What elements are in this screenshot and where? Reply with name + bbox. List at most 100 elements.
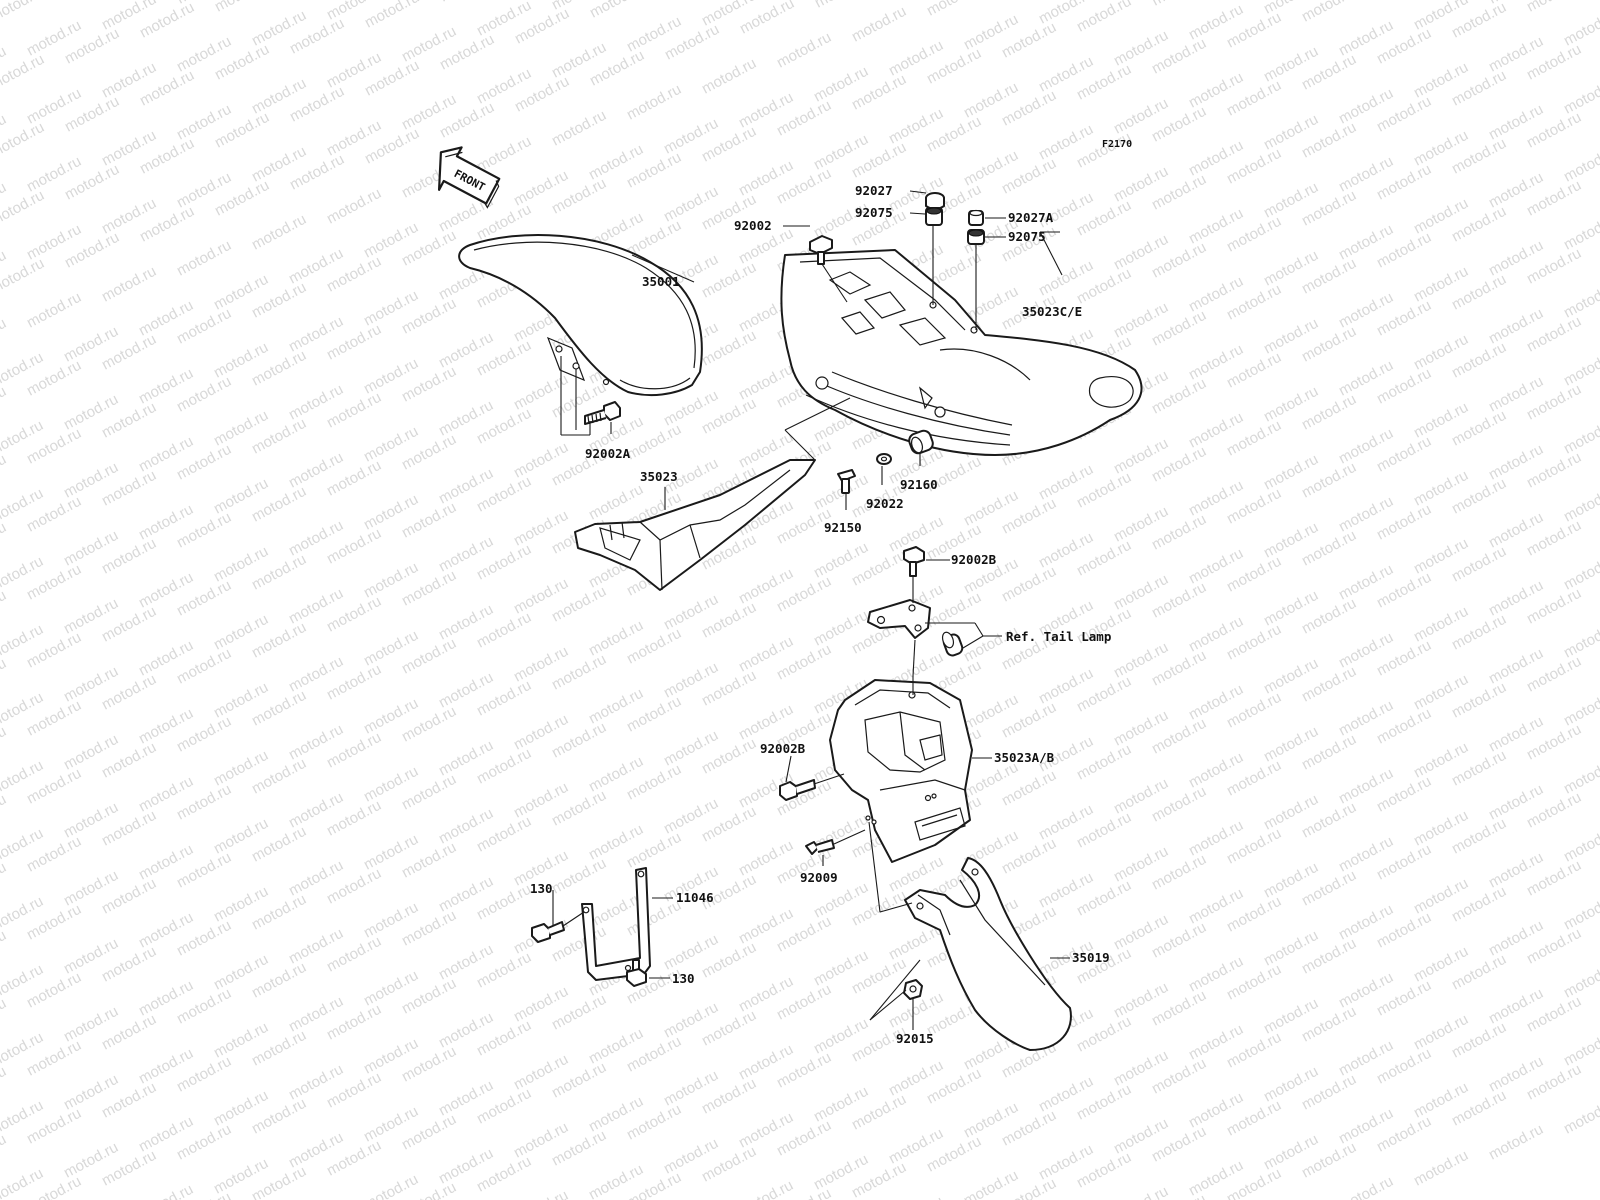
watermark-text: motod.ru — [437, 0, 497, 6]
watermark-text: motod.ru — [0, 0, 47, 26]
callout-130-bottom: 130 — [672, 971, 695, 986]
callout-92009: 92009 — [800, 870, 838, 885]
callout-92002: 92002 — [734, 218, 772, 233]
watermark-text: motod.ru — [1149, 0, 1209, 10]
watermark-text: motod.ru — [1111, 1183, 1171, 1200]
bolt-92150 — [837, 469, 856, 494]
watermark-text: motod.ru — [136, 1181, 196, 1200]
callout-ref-tail-lamp: Ref. Tail Lamp — [1006, 629, 1111, 644]
watermark-text: motod.ru — [1561, 959, 1600, 1002]
collar-92075-a — [925, 207, 943, 226]
watermark-text: motod.ru — [549, 107, 609, 150]
bolt-92002b-top — [903, 546, 925, 577]
watermark-text: motod.ru — [0, 655, 9, 698]
callout-92015: 92015 — [896, 1031, 934, 1046]
bolt-130-top — [531, 921, 565, 943]
watermark-text: motod.ru — [1524, 0, 1584, 16]
bolt-92002a — [584, 401, 621, 425]
watermark-text: motod.ru — [0, 723, 9, 766]
callout-92027a: 92027A — [1008, 210, 1054, 225]
watermark-text: motod.ru — [0, 859, 9, 902]
watermark-text: motod.ru — [774, 29, 834, 72]
watermark-text: motod.ru — [174, 237, 234, 280]
watermark-text: motod.ru — [924, 0, 984, 20]
figure-code: F2170 — [1102, 139, 1132, 150]
watermark-text: motod.ru — [1561, 143, 1600, 186]
watermark-text: motod.ru — [0, 383, 9, 426]
watermark-text: motod.ru — [0, 315, 9, 358]
callout-92002b-left: 92002B — [760, 741, 806, 756]
watermark-text: motod.ru — [1561, 1027, 1600, 1070]
watermark-text: motod.ru — [1336, 1173, 1396, 1200]
rear-fender-inner-35023ab — [829, 679, 973, 863]
bolt-130-bottom — [626, 959, 647, 987]
watermark-text: motod.ru — [1561, 551, 1600, 594]
watermark-text: motod.ru — [0, 519, 9, 562]
watermark-text: motod.ru — [1561, 755, 1600, 798]
watermark-text: motod.ru — [1561, 7, 1600, 50]
callout-92002b-top: 92002B — [951, 552, 997, 567]
watermark-text: motod.ru — [324, 185, 384, 228]
rear-fender-35023ce — [780, 249, 1143, 456]
callout-130-top: 130 — [530, 881, 553, 896]
watermark-text: motod.ru — [1561, 279, 1600, 322]
leader-lines — [552, 190, 1070, 1030]
callout-35019: 35019 — [1072, 950, 1110, 965]
watermark-text: motod.ru — [699, 55, 759, 98]
watermark-text: motod.ru — [361, 1171, 421, 1200]
front-fender-35001 — [458, 234, 703, 397]
grommet-92027 — [925, 192, 945, 210]
collar-92075-b — [967, 229, 985, 245]
watermark-text: motod.ru — [0, 995, 9, 1038]
watermark-text: motod.ru — [362, 0, 422, 32]
watermark-text: motod.ru — [624, 81, 684, 124]
bracket-11046 — [581, 867, 651, 981]
watermark-text: motod.ru — [1561, 347, 1600, 390]
tail-lamp-bracket — [867, 599, 931, 639]
watermark-text: motod.ru — [736, 1177, 796, 1200]
tail-lamp-grommet — [941, 631, 964, 657]
watermark-text: motod.ru — [0, 927, 9, 970]
callout-35023ce: 35023C/E — [1022, 304, 1082, 319]
watermark-text: motod.ru — [1561, 619, 1600, 662]
watermark-text: motod.ru — [0, 451, 9, 494]
watermark-text: motod.ru — [886, 1193, 946, 1200]
callout-35001: 35001 — [642, 274, 680, 289]
front-direction-arrow: FRONT — [437, 146, 501, 209]
rear-fender-tip-35019 — [904, 857, 1072, 1051]
watermark-text: motod.ru — [587, 0, 647, 22]
watermark-text: motod.ru — [1561, 1095, 1600, 1138]
watermark-text: motod.ru — [1561, 75, 1600, 118]
watermark-text: motod.ru — [812, 0, 872, 12]
screw-92009 — [805, 839, 835, 855]
callout-92075-b: 92075 — [1008, 229, 1046, 244]
watermark-text: motod.ru — [849, 3, 909, 46]
watermark-text: motod.ru — [0, 791, 9, 834]
watermark-text: motod.ru — [1561, 687, 1600, 730]
watermark-text: motod.ru — [249, 211, 309, 254]
watermark-text: motod.ru — [99, 263, 159, 306]
watermark-text: motod.ru — [1486, 1121, 1546, 1164]
grommet-92027a — [968, 209, 984, 226]
watermark-text: motod.ru — [24, 289, 84, 332]
watermark-text: motod.ru — [511, 1187, 571, 1200]
callout-92160: 92160 — [900, 477, 938, 492]
callout-11046: 11046 — [676, 890, 714, 905]
bolt-92002b-left — [779, 779, 816, 801]
callout-labels: 92027 92075 92027A 92075 92002 35001 350… — [530, 183, 1111, 1046]
callout-92027: 92027 — [855, 183, 893, 198]
watermark-text: motod.ru — [1561, 823, 1600, 866]
washer-92022 — [876, 453, 892, 465]
watermark-text: motod.ru — [0, 1131, 9, 1174]
watermark-text: motod.ru — [0, 1063, 9, 1106]
callout-35023: 35023 — [640, 469, 678, 484]
callout-35023ab: 35023A/B — [994, 750, 1055, 765]
bolt-92002 — [809, 235, 833, 265]
nut-92015 — [903, 979, 923, 1000]
callout-92002a: 92002A — [585, 446, 631, 461]
callout-92075-a: 92075 — [855, 205, 893, 220]
callout-92022: 92022 — [866, 496, 904, 511]
